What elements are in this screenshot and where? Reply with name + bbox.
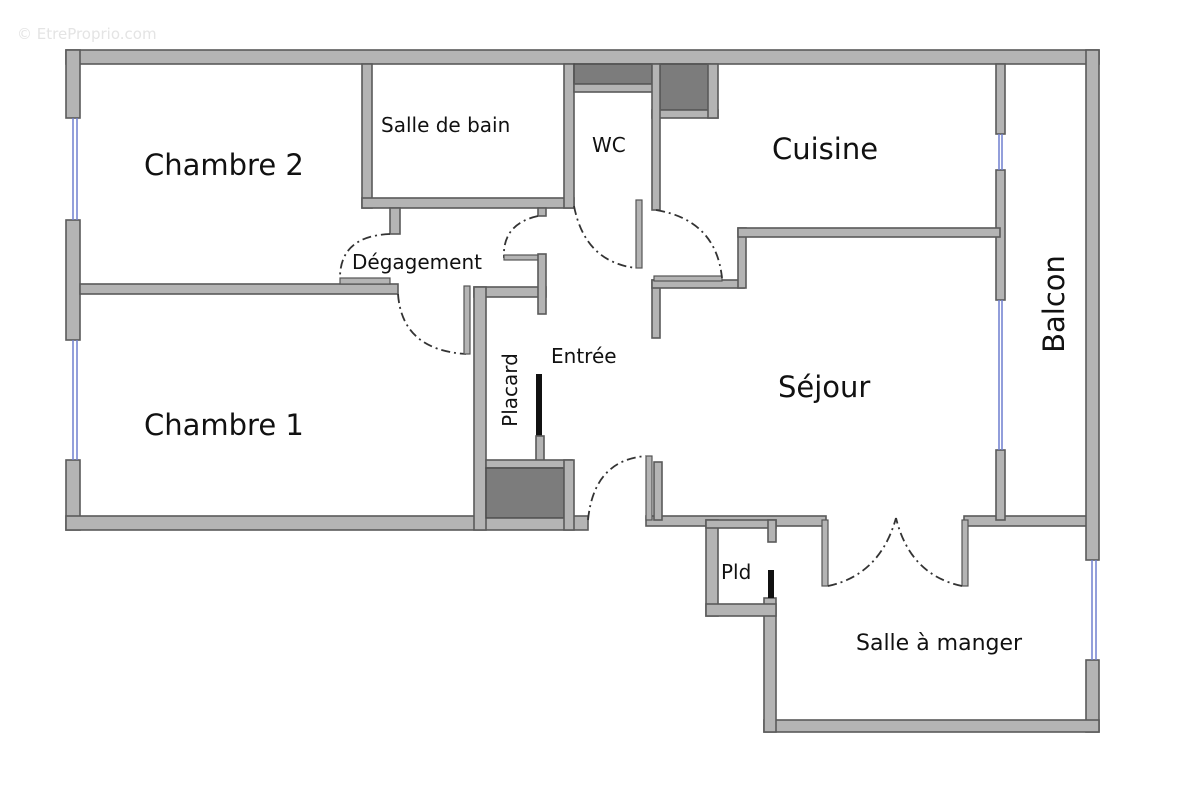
wall-duct-right (707, 63, 719, 119)
wc-door-leaf (635, 199, 643, 269)
ch1-door-swing (397, 293, 467, 355)
label-chambre-2: Chambre 2 (144, 148, 304, 182)
wall-ch2-sdb (361, 63, 373, 209)
label-balcon: Balcon (1037, 255, 1071, 353)
duct-entree (485, 467, 565, 519)
wall-right-upper (1085, 49, 1100, 561)
wall-sdb-wc (563, 63, 575, 209)
label-salle-de-bain: Salle de bain (381, 113, 511, 137)
door-swing-right (895, 517, 963, 587)
wall-top (65, 49, 1100, 65)
wall-ch2-bottom (79, 283, 399, 295)
wall-placard-stub (535, 435, 545, 463)
ch1-door-leaf (463, 285, 471, 355)
label-wc: WC (592, 133, 626, 157)
label-sejour: Séjour (778, 370, 871, 404)
wc-door-swing (573, 205, 637, 269)
wall-bottom-left (65, 515, 589, 531)
pld-sliding-door (768, 570, 774, 598)
wall-entree-stub (537, 253, 547, 315)
wall-placard-bottom (485, 459, 573, 469)
wall-left-2 (65, 219, 81, 341)
wall-pld-left (705, 519, 719, 617)
label-cuisine: Cuisine (772, 132, 879, 166)
wall-pld-right-top (767, 519, 777, 543)
wall-sejour-left-stub (653, 461, 663, 521)
wall-ch1-placard (473, 286, 487, 531)
label-placard: Placard (498, 353, 522, 427)
wall-cuisine-sejour (737, 227, 1001, 238)
wall-wc-top (573, 83, 657, 93)
ch2-door-swing (339, 233, 391, 279)
wall-salle-a-manger-left (763, 597, 777, 733)
cuisine-door-leaf (653, 275, 723, 282)
cuisine-door-swing (655, 209, 723, 279)
watermark: © EtreProprio.com (17, 25, 157, 43)
wall-sdb-bottom (361, 197, 575, 209)
label-degagement: Dégagement (352, 250, 482, 274)
wall-pld-bottom (705, 603, 777, 617)
wall-wc-right (651, 63, 661, 211)
entrance-door-swing (587, 455, 647, 521)
wall-deg-stub (389, 207, 401, 235)
wall-salle-a-manger-bottom (763, 719, 1100, 733)
ch2-door-leaf (339, 277, 391, 285)
door-swing-left (827, 517, 897, 587)
sdb-door-leaf (503, 254, 541, 261)
label-salle-a-manger: Salle à manger (856, 631, 1023, 656)
wall-left-1 (65, 49, 81, 119)
wall-sdb-stub (537, 207, 547, 217)
wall-duct-entree-right (563, 459, 575, 531)
label-pld: Pld (721, 560, 752, 584)
sdb-door-swing (503, 215, 539, 259)
entrance-door-leaf (645, 455, 653, 521)
label-entree: Entrée (551, 344, 617, 368)
wall-balcon-3 (995, 449, 1006, 521)
duct-top-1 (573, 63, 653, 85)
door-leaf-left (821, 519, 829, 587)
duct-top-2 (659, 63, 711, 111)
placard-sliding-door (536, 374, 542, 436)
wall-bottom-right (963, 515, 1091, 527)
wall-pld-top (705, 519, 777, 529)
door-leaf-right (961, 519, 969, 587)
label-chambre-1: Chambre 1 (144, 408, 304, 442)
wall-balcon-1 (995, 63, 1006, 135)
